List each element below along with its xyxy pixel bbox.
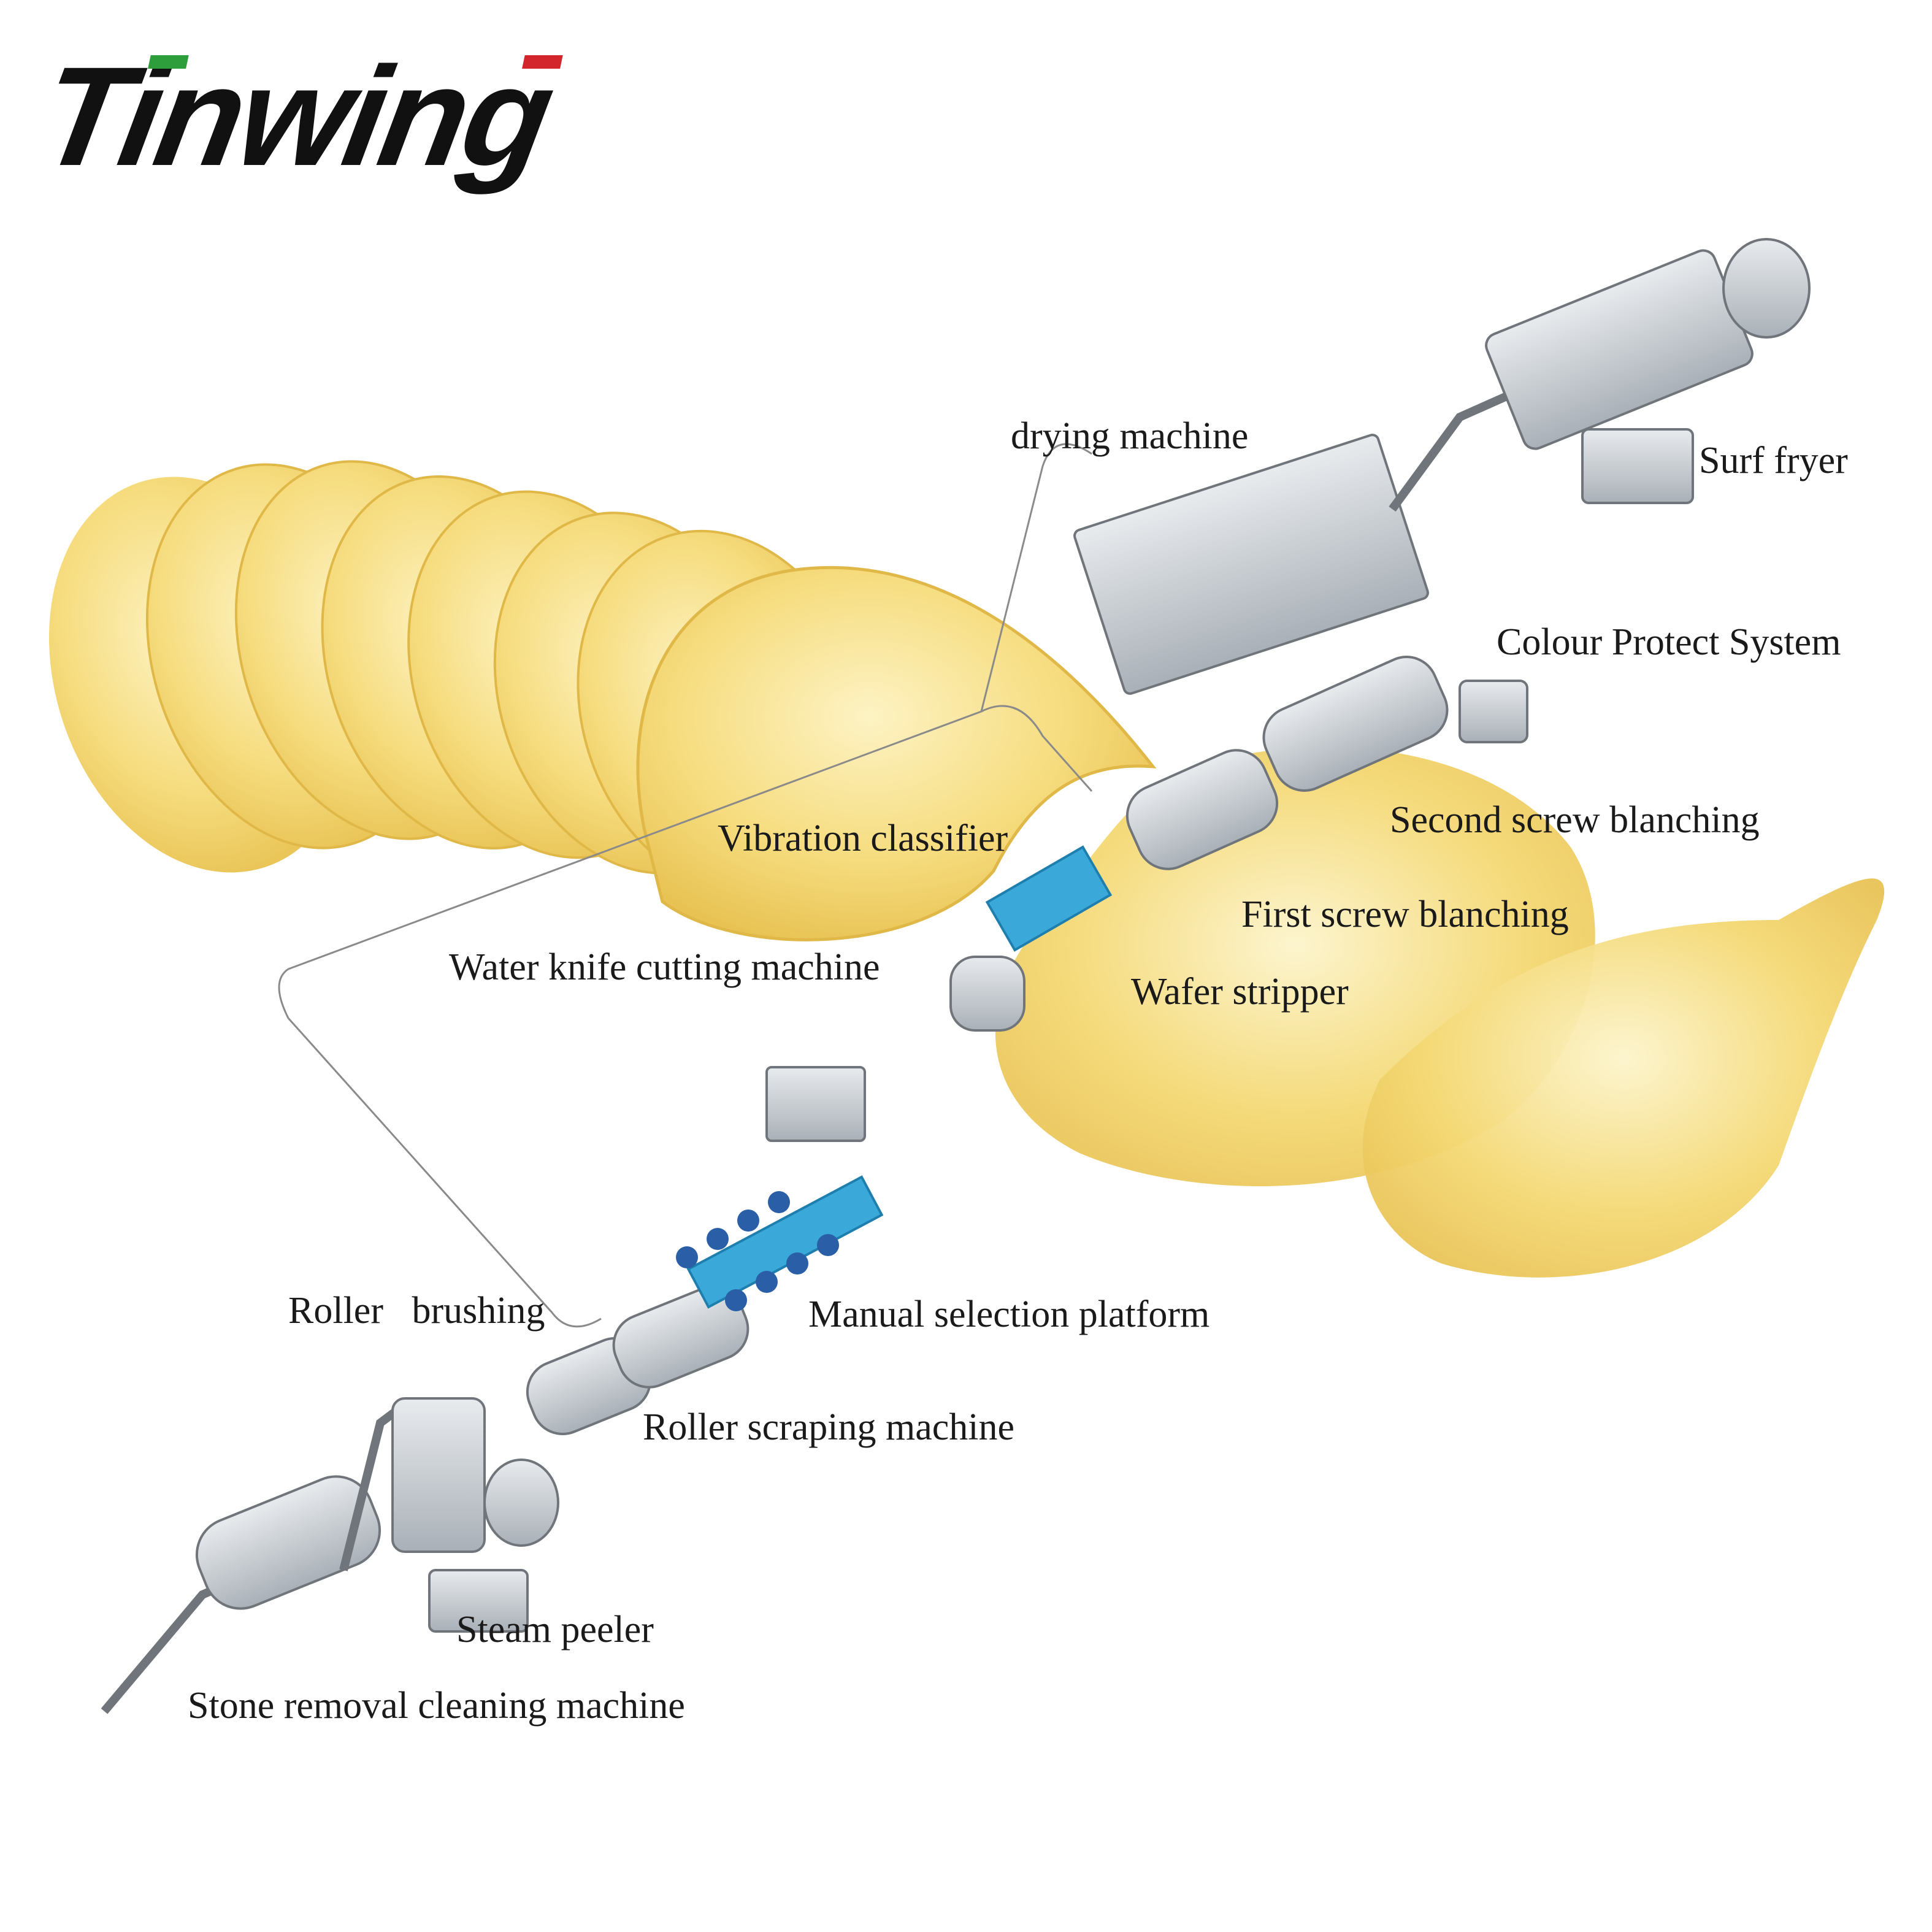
drying-machine (1073, 434, 1429, 695)
wafer-stripper (949, 956, 1025, 1032)
label-water-knife-cutting-machine: Water knife cutting machine (449, 946, 880, 988)
worker (676, 1246, 698, 1268)
worker (725, 1289, 747, 1311)
steam-tank (483, 1459, 559, 1547)
worker (817, 1234, 839, 1256)
fryer-base (1581, 428, 1694, 504)
tinwing-logo: Tinwing (29, 37, 693, 195)
steam-peeler (391, 1397, 486, 1553)
label-colour-protect-system: Colour Protect System (1497, 621, 1841, 663)
label-roller-scraping-machine: Roller scraping machine (643, 1406, 1015, 1448)
stone-removal-machine (195, 1475, 381, 1610)
logo-red-bar (522, 55, 563, 69)
fryer-tank (1722, 238, 1811, 339)
logo-accent-bars (148, 55, 563, 69)
vibration-classifier (985, 845, 1113, 952)
label-roller-brushing: Roller brushing (288, 1290, 545, 1332)
first-screw-blancher (1125, 749, 1279, 870)
label-drying-machine: drying machine (1011, 415, 1249, 457)
chip-stack (49, 460, 1157, 941)
steam-base (428, 1569, 529, 1633)
machinery-line (101, 238, 1811, 1714)
worker (756, 1271, 778, 1293)
roller-scraping (612, 1286, 749, 1389)
fryer-conveyor (1389, 388, 1517, 512)
second-screw-blancher (1262, 656, 1449, 792)
chip-large (1362, 878, 1885, 1278)
worker (737, 1209, 759, 1232)
logo-green-bar (148, 55, 189, 69)
surf-fryer (1485, 249, 1754, 450)
worker (707, 1228, 729, 1250)
label-stone-removal-cleaning-machine: Stone removal cleaning machine (188, 1685, 685, 1727)
label-manual-selection-platform: Manual selection platform (808, 1294, 1210, 1335)
connector-outline (980, 443, 1092, 712)
label-second-screw-blanching: Second screw blanching (1390, 799, 1760, 841)
label-steam-peeler: Steam peeler (456, 1609, 654, 1650)
workers (676, 1191, 839, 1311)
water-knife-machine (765, 1066, 866, 1142)
label-first-screw-blanching: First screw blanching (1241, 894, 1569, 935)
colour-protect-unit (1459, 680, 1528, 743)
worker (768, 1191, 790, 1213)
chip-front (636, 565, 1157, 941)
worker (786, 1252, 808, 1275)
label-wafer-stripper: Wafer stripper (1131, 971, 1349, 1013)
label-surf-fryer: Surf fryer (1699, 440, 1848, 481)
label-vibration-classifier: Vibration classifier (718, 818, 1008, 859)
connector-outline (278, 705, 1093, 1328)
